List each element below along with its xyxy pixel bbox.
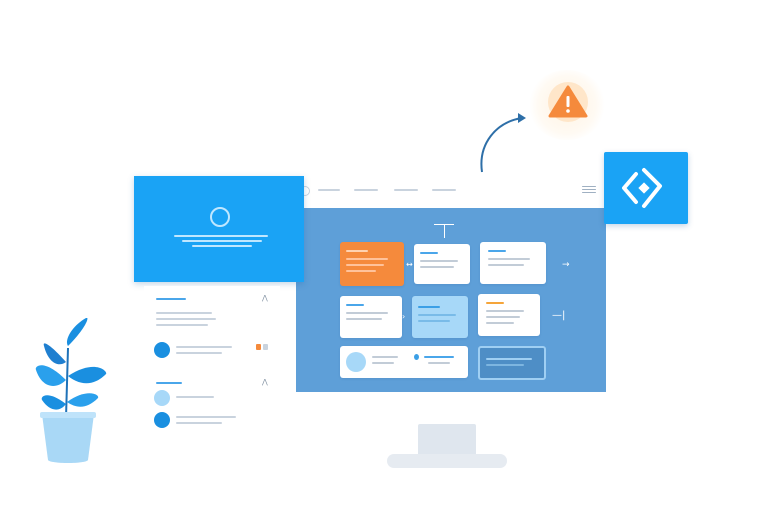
circle-avatar: [346, 352, 366, 372]
flow-arrow-1: ↔: [406, 260, 413, 269]
window-text-line-2: [182, 240, 262, 242]
flow-card-outline[interactable]: [478, 346, 546, 380]
list-item-line-2: [176, 352, 222, 354]
section-header-2: [156, 382, 182, 384]
leaf-3: [35, 365, 66, 386]
panel-line-3: [156, 324, 208, 326]
flow-card-white-1[interactable]: [414, 244, 470, 284]
status-badge-orange: [256, 344, 261, 350]
monitor-stand-neck: [418, 424, 476, 458]
leaf-6: [41, 395, 66, 410]
diamond-logo-icon: [622, 168, 662, 208]
collapse-icon-2[interactable]: ⋀: [262, 378, 268, 386]
window-text-line-3: [192, 245, 252, 247]
leaf-2: [68, 366, 107, 384]
flow-arrow-3: ›: [402, 312, 406, 321]
hamburger-menu-icon[interactable]: [582, 186, 596, 194]
monitor-top-bar: [296, 174, 606, 208]
flow-card-white-5[interactable]: [340, 346, 468, 378]
list-item-icon-1[interactable]: [154, 342, 170, 358]
top-bar-line-3: [394, 189, 418, 191]
list-item-line-3: [176, 396, 214, 398]
circle-outline-icon[interactable]: [210, 207, 230, 227]
top-bar-line-1: [318, 189, 340, 191]
warning-triangle-icon[interactable]: [544, 80, 592, 124]
flow-card-white-2[interactable]: [480, 242, 546, 284]
flow-arrow-2: →: [562, 260, 570, 270]
window-text-line-1: [174, 235, 268, 237]
monitor-screen: ↔ → › —|: [296, 208, 606, 392]
left-panel: ⋀ ⋀: [144, 286, 280, 436]
list-item-line-5: [176, 422, 222, 424]
list-item-line-4: [176, 416, 236, 418]
top-bar-line-2: [354, 189, 378, 191]
panel-line-2: [156, 318, 216, 320]
small-dot-icon: [414, 354, 419, 360]
flow-card-white-3[interactable]: [340, 296, 402, 338]
list-item-icon-2[interactable]: [154, 390, 170, 406]
monitor-stand-base: [387, 454, 507, 468]
collapse-icon-1[interactable]: ⋀: [262, 294, 268, 302]
status-badge-gray: [263, 344, 268, 350]
list-item-line-1: [176, 346, 232, 348]
plant-pot: [42, 414, 94, 463]
section-header-1: [156, 298, 186, 300]
flow-card-light-blue[interactable]: [412, 296, 468, 338]
flow-card-orange[interactable]: [340, 242, 404, 286]
left-blue-window: [134, 176, 304, 282]
curved-arrow-icon: [480, 113, 526, 173]
flow-card-white-4[interactable]: [478, 294, 540, 336]
panel-line-1: [156, 312, 212, 314]
list-item-icon-3[interactable]: [154, 412, 170, 428]
logo-box[interactable]: [604, 152, 688, 224]
leaf-5: [67, 393, 99, 407]
leaf-4: [43, 343, 66, 365]
plant-illustration: [35, 318, 107, 463]
flow-arrow-4: —|: [552, 310, 566, 321]
flow-connector-top-stem: [444, 224, 445, 238]
leaf-1: [67, 318, 88, 346]
top-bar-line-4: [432, 189, 456, 191]
